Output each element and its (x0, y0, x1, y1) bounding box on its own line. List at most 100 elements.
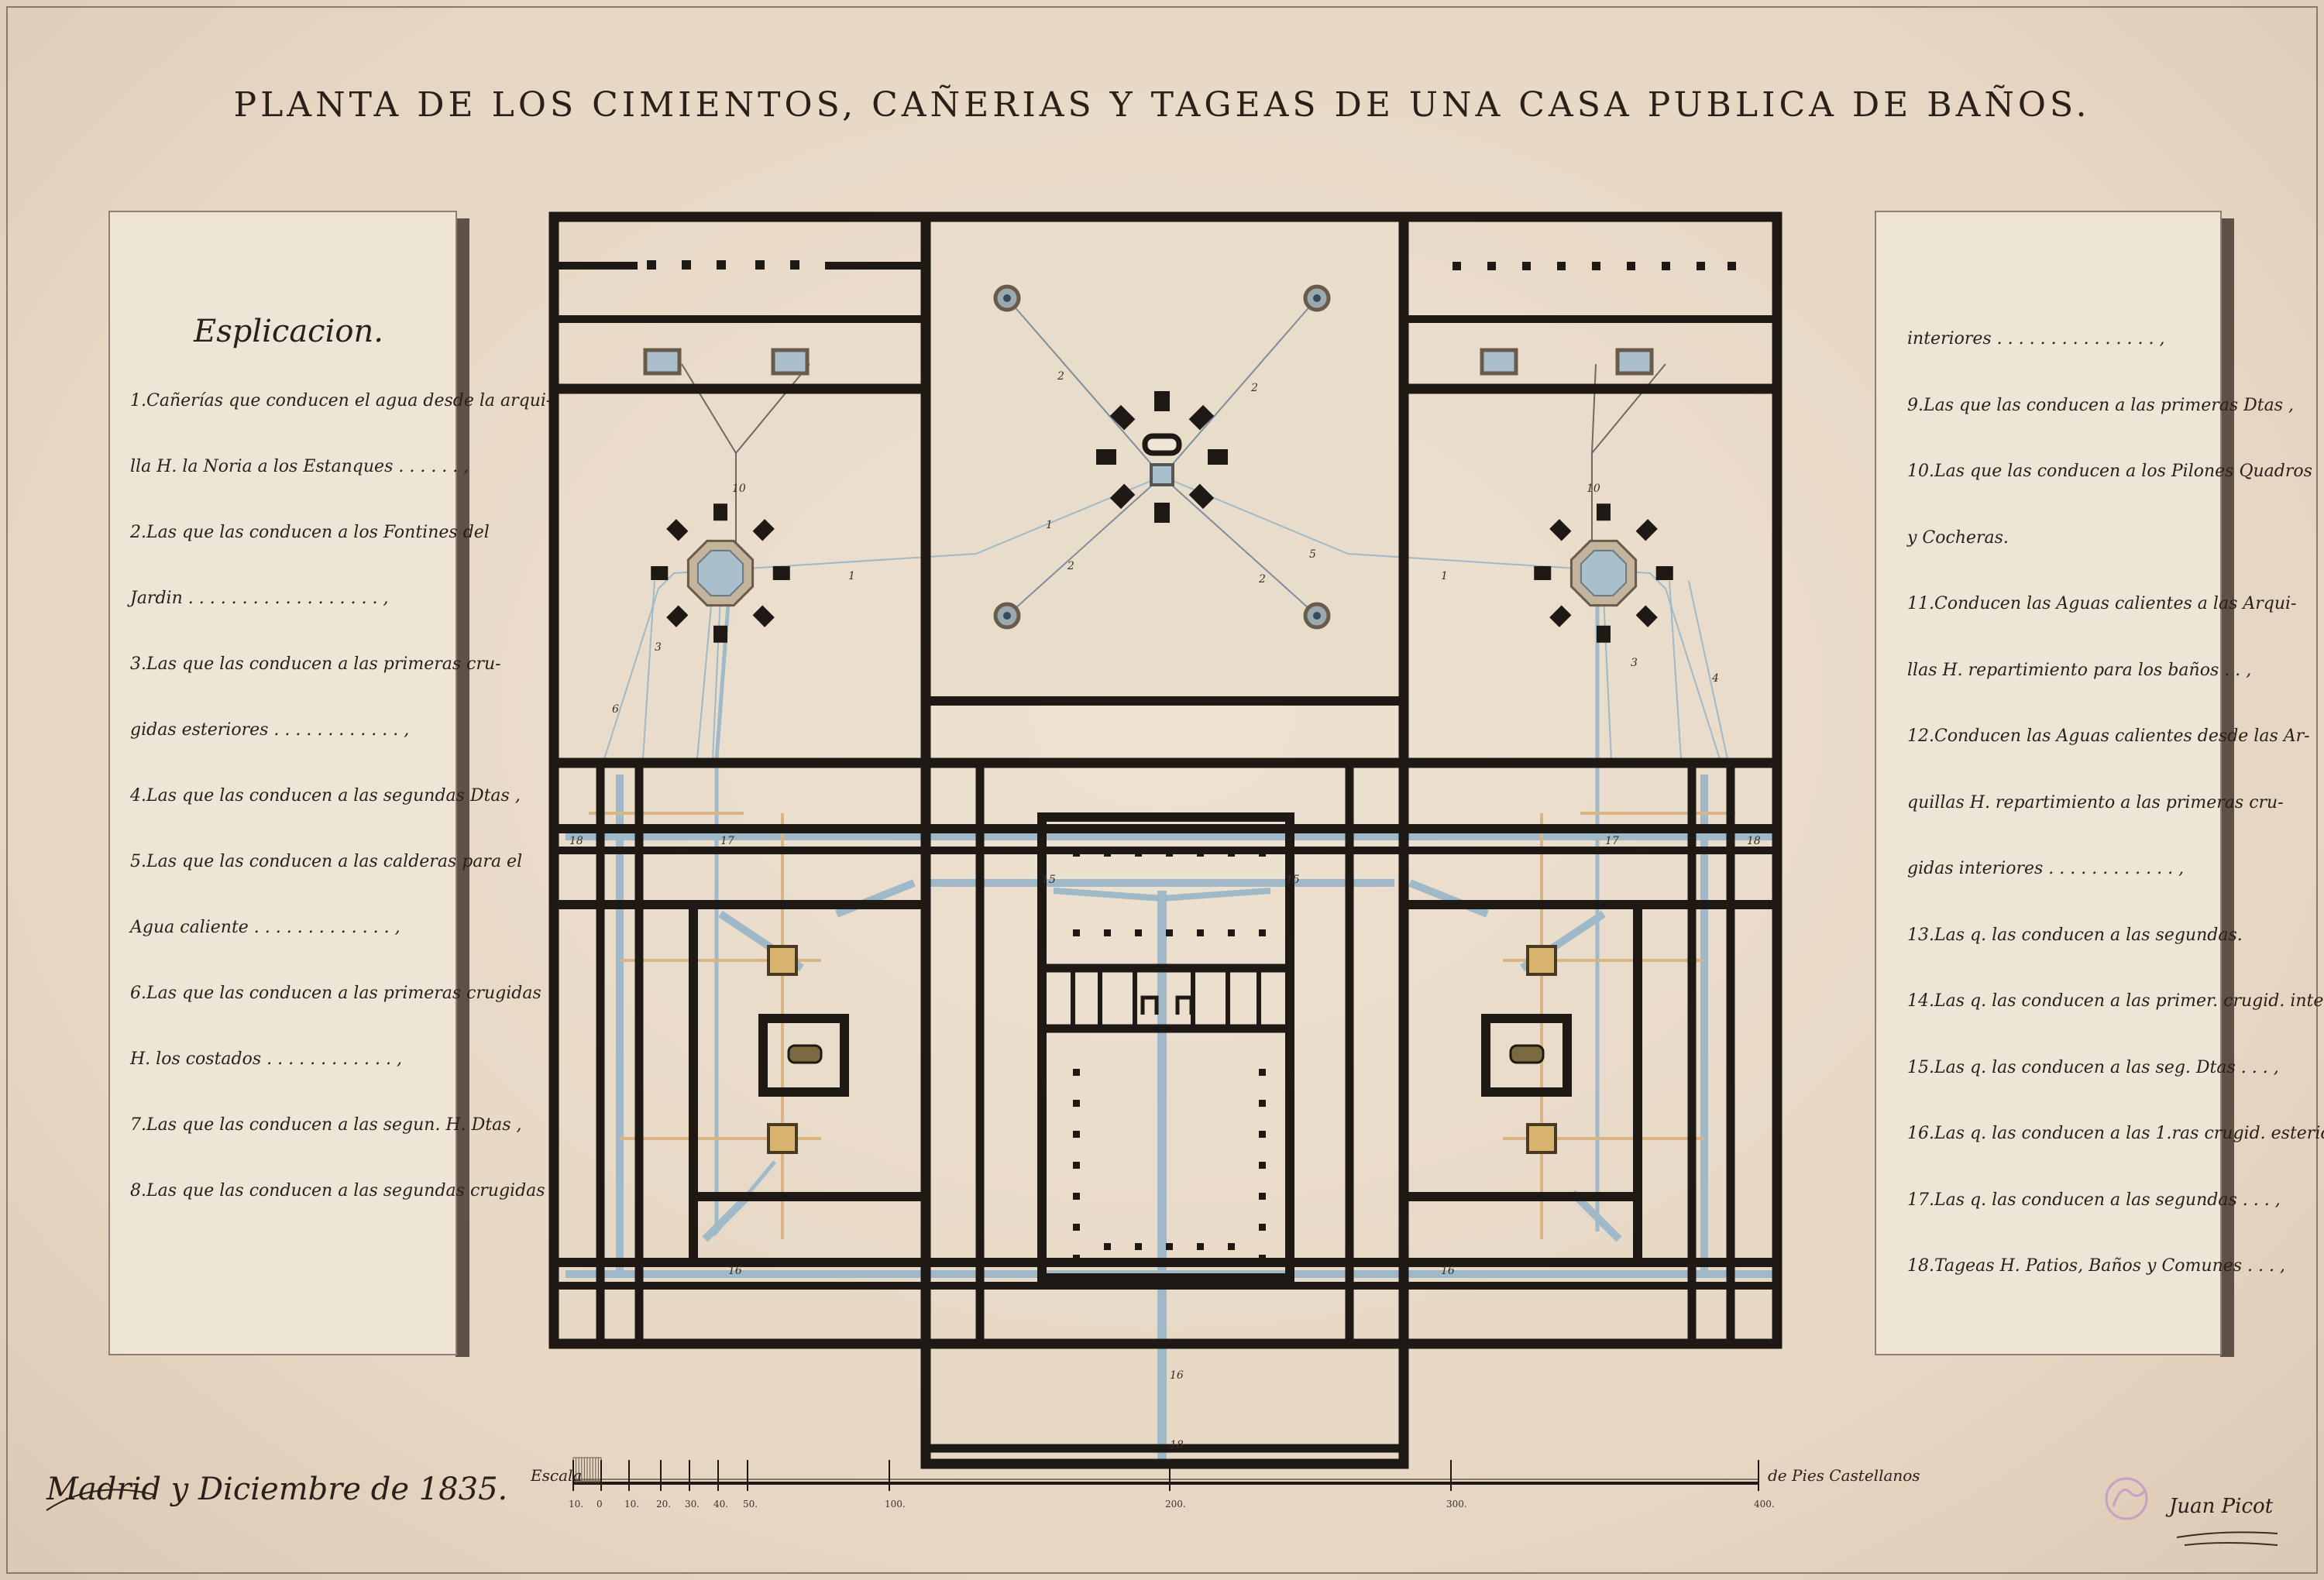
hall-column (1073, 1100, 1080, 1107)
pipe-number: 2 (1250, 382, 1258, 394)
hall-column (1073, 1162, 1080, 1169)
hall-column (1104, 929, 1111, 936)
signature-flourish (2184, 1542, 2278, 1546)
right-wing-outer (1398, 211, 1783, 394)
hall-column (1197, 1243, 1204, 1250)
basin-pier (1635, 519, 1658, 541)
column-pier (647, 260, 656, 270)
pipe-number: 2 (1258, 573, 1266, 586)
garden-fountain-jet (1313, 612, 1321, 620)
pipe-number: 2 (1057, 370, 1064, 383)
pipe-number: 10 (732, 483, 746, 495)
garden-fountain-jet (1003, 294, 1011, 302)
hall-column (1073, 1193, 1080, 1200)
cistern (643, 348, 682, 376)
right-bath-room (1399, 900, 1642, 1267)
garden-fountain-jet (1003, 612, 1011, 620)
basin-pier (1597, 625, 1611, 643)
scale-unit: de Pies Castellanos (1768, 1466, 1920, 1485)
scale-label: Escala (531, 1466, 583, 1485)
left-panel-shadow (456, 218, 469, 1357)
pipe-number: 18 (1747, 835, 1761, 847)
column-pier (1487, 262, 1496, 270)
left-boiler (787, 1044, 823, 1064)
scale-tick-label: 40. (713, 1499, 729, 1510)
left-legend-line: 3.Las que las conducen a las primeras cr… (130, 654, 501, 674)
date-inscription: Madrid y Diciembre de 1835. (46, 1472, 508, 1507)
supply-pipe-3 (712, 596, 721, 760)
basin-pier (1549, 519, 1572, 541)
left-legend-line: lla H. la Noria a los Estanques . . . . … (130, 457, 469, 476)
distribution-box (767, 945, 798, 976)
right-octagonal-basin-water (1580, 549, 1628, 597)
fountain-pier (1208, 449, 1228, 465)
fountain-pier (1154, 391, 1170, 411)
distribution-box (1526, 945, 1557, 976)
cistern (771, 348, 810, 376)
pipe-number: 16 (1441, 1265, 1455, 1277)
scale-tick-label: 20. (656, 1499, 672, 1510)
scale-tick-label: 30. (685, 1499, 700, 1510)
basin-pier (1597, 503, 1611, 521)
left-legend-line: 7.Las que las conducen a las segun. H. D… (130, 1115, 522, 1135)
distribution-box (767, 1123, 798, 1154)
hall-column (1104, 850, 1111, 857)
left-bath-tank (758, 1014, 849, 1097)
column-pier (1592, 262, 1600, 270)
column-pier (1728, 262, 1736, 270)
scale-tick-label: 400. (1754, 1499, 1775, 1510)
right-legend-line: 13.Las q. las conducen a las segundas. (1907, 925, 2243, 945)
basin-pier (713, 625, 727, 643)
scale-tick-label: 0 (596, 1499, 603, 1510)
pipe-number: 3 (1631, 657, 1638, 669)
hall-column (1197, 929, 1204, 936)
hall-column (1135, 1243, 1142, 1250)
right-legend-line: 9.Las que las conducen a las primeras Dt… (1907, 395, 2295, 415)
pipe-number: 1 (1046, 519, 1053, 531)
pipe-number: 3 (655, 641, 662, 654)
fountain-pier (1154, 503, 1170, 523)
basin-pier (1534, 566, 1552, 580)
cistern-pipe (681, 363, 810, 455)
door-symbol (1175, 995, 1194, 1015)
right-legend-line: 18.Tageas H. Patios, Baños y Comunes . .… (1907, 1256, 2286, 1276)
supply-pipe-1 (603, 476, 1163, 760)
pipe-number: 17 (720, 835, 734, 847)
fountain-pipe-2 (1161, 476, 1318, 617)
basin-pier (1549, 605, 1572, 627)
hall-column (1259, 1069, 1266, 1076)
left-legend-line: 2.Las que las conducen a los Fontines de… (130, 523, 490, 542)
left-legend-panel (108, 211, 457, 1355)
hall-column (1228, 1243, 1235, 1250)
scale-tick-label: 200. (1165, 1499, 1186, 1510)
hall-column (1135, 850, 1142, 857)
right-panel-shadow (2220, 218, 2234, 1357)
basin-pier (1655, 566, 1673, 580)
hall-column (1197, 850, 1204, 857)
scale-tick-label: 10. (624, 1499, 640, 1510)
column-pier (1557, 262, 1566, 270)
door-symbol (1140, 995, 1159, 1015)
hall-column (1259, 1131, 1266, 1138)
left-octagonal-basin-water (696, 549, 744, 597)
fountain-basin (1142, 433, 1182, 456)
fountain-pier (1096, 449, 1116, 465)
right-legend-line: 17.Las q. las conducen a las segundas . … (1907, 1190, 2281, 1210)
right-legend-line: quillas H. repartimiento a las primeras … (1907, 792, 2284, 812)
scale-tick-label: 100. (885, 1499, 906, 1510)
pipe-number: 6 (612, 703, 619, 716)
hall-column (1228, 929, 1235, 936)
lower-vestibule (920, 1338, 1409, 1469)
garden-fountain-jet (1313, 294, 1321, 302)
right-legend-line: 11.Conducen las Aguas calientes a las Ar… (1907, 594, 2297, 613)
left-legend-line: 8.Las que las conducen a las segundas cr… (130, 1181, 545, 1200)
right-legend-line: llas H. repartimiento para los baños . .… (1907, 660, 2252, 680)
right-legend-line: y Cocheras. (1907, 527, 2009, 548)
left-legend-line: 5.Las que las conducen a las calderas pa… (130, 852, 523, 871)
pipe-number: 10 (1587, 483, 1600, 495)
hall-column (1166, 929, 1173, 936)
pipe-number: 1 (848, 570, 855, 582)
pipe-number: 18 (1170, 1439, 1184, 1451)
legend-heading: Esplicacion. (194, 314, 383, 349)
central-court-entry (921, 696, 1408, 768)
